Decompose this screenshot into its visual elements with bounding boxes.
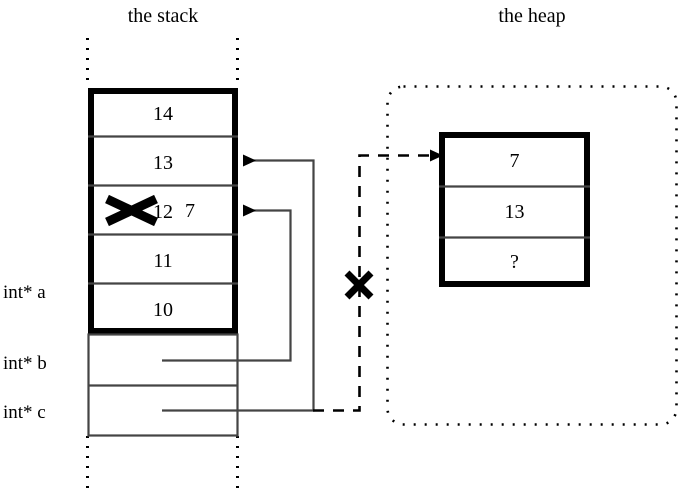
struck-value-x-icon [105,194,158,227]
heap-cell-value-2: ? [510,251,519,273]
heap-block [439,132,590,287]
stack-cell-value-2-old: 12 [153,201,173,223]
broken-pointer-x-icon [344,270,374,300]
dangling-heap-pointer-connector [313,149,443,412]
variable-label-b: int* b [3,353,47,374]
stack-frame-variables [87,333,239,437]
stack-frame-allocated [88,88,238,334]
stack-cell-value-1: 13 [153,152,173,174]
stack-cell-value-2-new: 7 [185,200,195,222]
heap-title: the heap [498,5,566,27]
heap-cell-value-0: 7 [509,150,520,172]
pointer-b-connector [162,204,292,362]
stack-cell-value-4: 10 [153,299,173,321]
heap-cell-value-1: 13 [504,201,525,223]
variable-label-c: int* c [3,402,46,423]
stack-cell-value-0: 14 [153,103,173,125]
stack-title: the stack [127,5,199,27]
stack-region-guides [86,38,239,489]
pointer-c-connector [162,154,315,412]
stack-cell-value-3: 11 [153,250,173,272]
variable-label-a: int* a [3,282,46,303]
